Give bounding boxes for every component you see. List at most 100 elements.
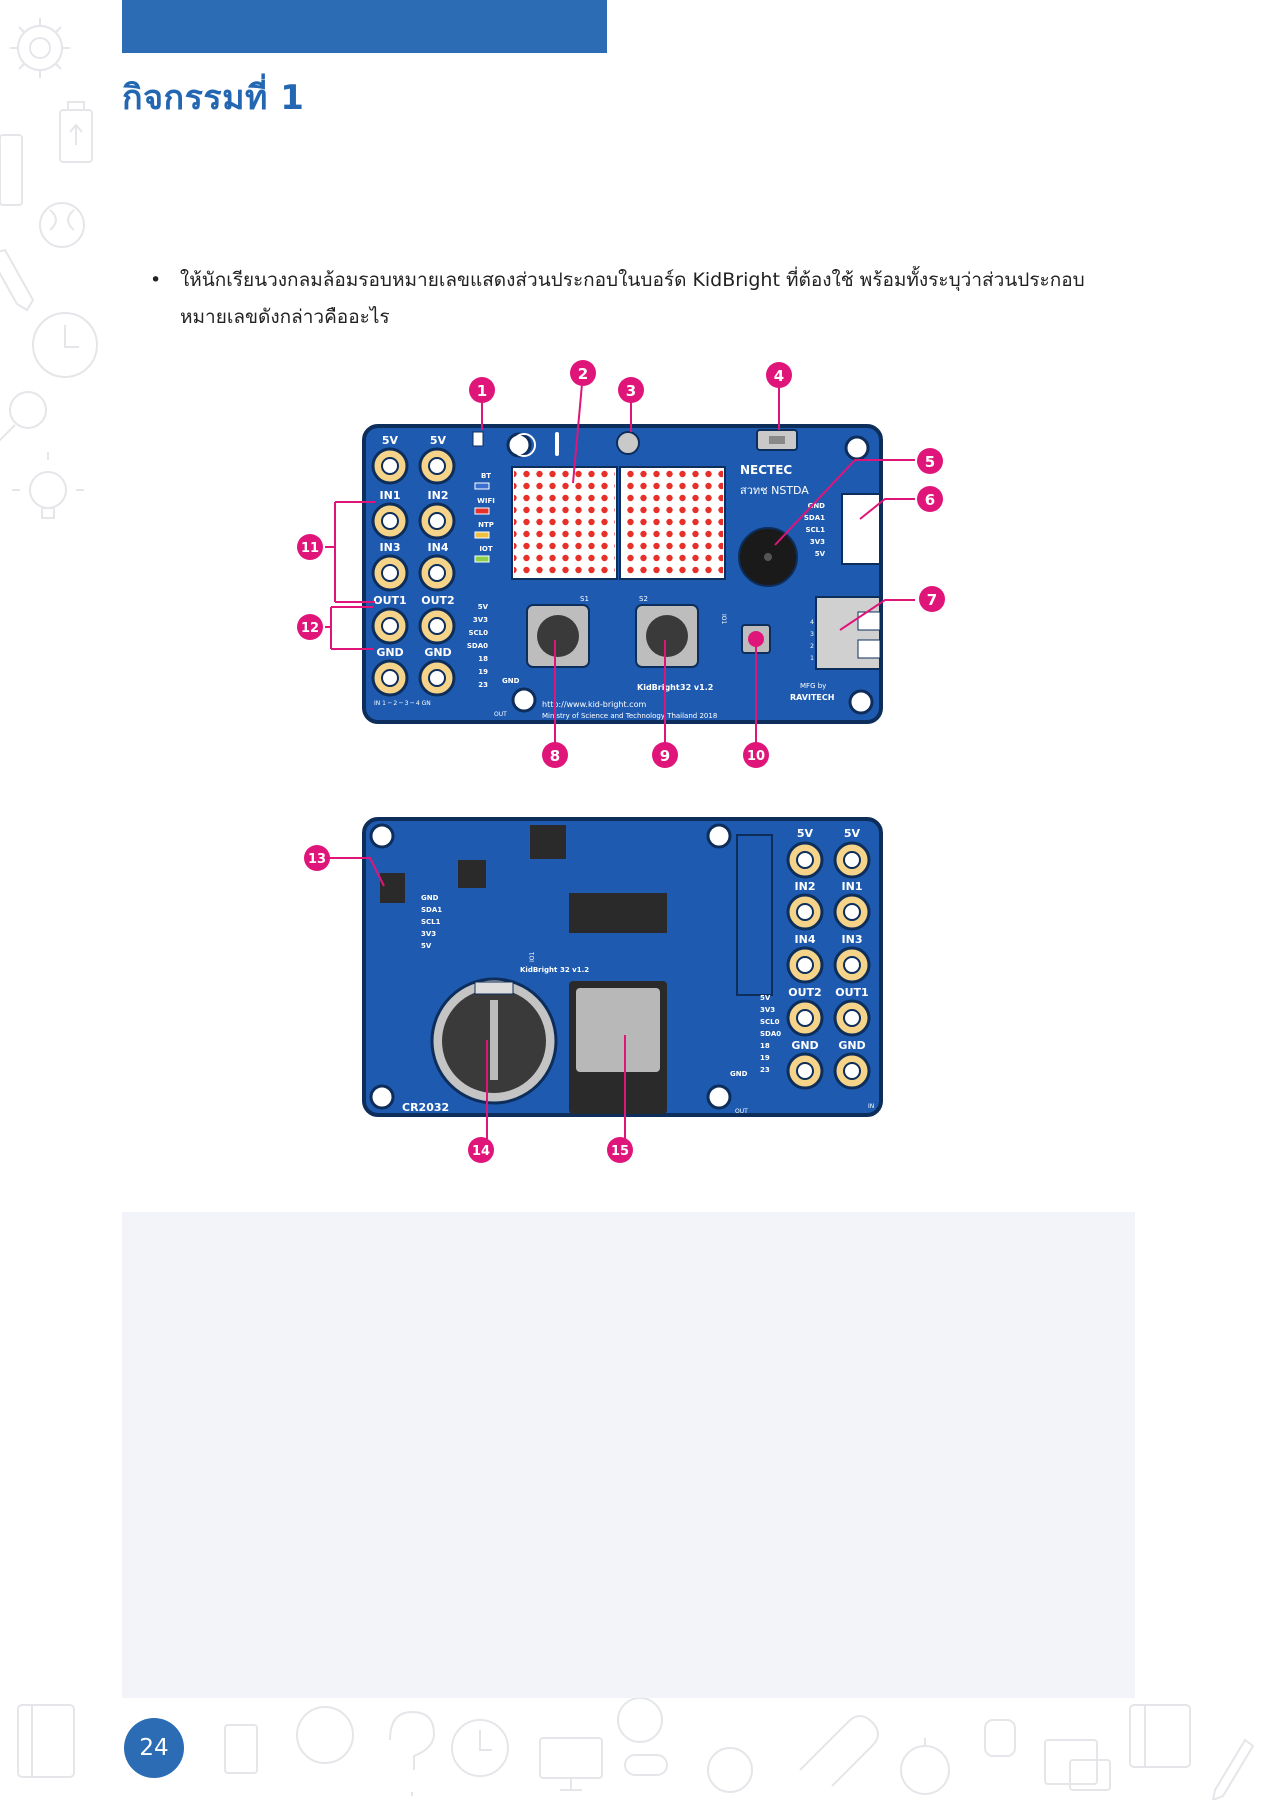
led-bt-label: BT bbox=[481, 472, 491, 480]
page-number: 24 bbox=[124, 1718, 184, 1778]
svg-text:15: 15 bbox=[611, 1144, 629, 1159]
svg-text:10: 10 bbox=[747, 749, 765, 764]
back-ic-chip bbox=[569, 893, 667, 933]
question-icon bbox=[389, 1710, 436, 1796]
back-gnd-label-2: GND bbox=[838, 1039, 865, 1052]
back-hdr-5v: 5V bbox=[760, 994, 771, 1002]
svg-text:13: 13 bbox=[308, 852, 326, 867]
back-out2-label: OUT2 bbox=[788, 986, 821, 999]
led-iot-label: IOT bbox=[479, 545, 493, 553]
led-wifi-label: WIFI bbox=[477, 497, 495, 505]
front-out1-label: OUT1 bbox=[373, 594, 406, 607]
svg-text:12: 12 bbox=[301, 621, 319, 636]
usb-a-connector bbox=[815, 596, 881, 670]
notebook-right-icon bbox=[1129, 1704, 1191, 1768]
back-hdr-19: 19 bbox=[760, 1054, 770, 1062]
callout-15: 15 bbox=[607, 1137, 633, 1163]
front-in-scale: IN 1 ─ 2 ─ 3 ─ 4 GN bbox=[374, 700, 431, 707]
callout-7: 7 bbox=[919, 586, 945, 612]
brain-bottom-icon bbox=[296, 1706, 354, 1764]
front-io1-label: IO1 bbox=[720, 614, 727, 624]
front-gnd-io-label: GND bbox=[502, 677, 520, 685]
callout-1: 1 bbox=[469, 377, 495, 403]
hdr-3v3: 3V3 bbox=[473, 616, 488, 624]
back-out1-label: OUT1 bbox=[835, 986, 868, 999]
reset-button bbox=[741, 624, 771, 654]
watch-icon bbox=[984, 1719, 1016, 1757]
usb-port bbox=[756, 429, 798, 451]
callout-2: 2 bbox=[570, 360, 596, 386]
front-in1-label: IN1 bbox=[380, 489, 401, 502]
hdr-scl0: SCL0 bbox=[468, 629, 488, 637]
back-io1-label: IO1 bbox=[529, 952, 536, 962]
svg-text:7: 7 bbox=[927, 591, 937, 609]
battery-label: CR2032 bbox=[402, 1101, 449, 1114]
i2c-5v: 5V bbox=[815, 550, 826, 558]
back-header-strip bbox=[736, 834, 773, 996]
callout-10: 10 bbox=[743, 742, 769, 768]
pencil-icon bbox=[0, 248, 35, 312]
hdr-18: 18 bbox=[478, 655, 488, 663]
back-i2c-5v: 5V bbox=[421, 942, 432, 950]
callout-9: 9 bbox=[652, 742, 678, 768]
coin-battery bbox=[430, 977, 558, 1105]
front-out2-label: OUT2 bbox=[421, 594, 454, 607]
svg-text:8: 8 bbox=[550, 747, 560, 765]
brain-icon bbox=[39, 202, 85, 248]
temperature-sensor bbox=[472, 431, 559, 457]
back-gnd-label-1: GND bbox=[791, 1039, 818, 1052]
callout-lines-front bbox=[325, 372, 915, 745]
hdr-sda0: SDA0 bbox=[467, 642, 488, 650]
eeprom-chip bbox=[380, 873, 405, 903]
back-in4-label: IN4 bbox=[795, 933, 816, 946]
s2-label: S2 bbox=[639, 595, 648, 603]
front-in2-label: IN2 bbox=[428, 489, 449, 502]
back-hdr-scl0: SCL0 bbox=[760, 1018, 780, 1026]
front-mfg-label: MFG by bbox=[800, 682, 826, 690]
devices-icon bbox=[1044, 1739, 1111, 1791]
buzzer bbox=[738, 527, 798, 587]
back-hdr-sda0: SDA0 bbox=[760, 1030, 781, 1038]
callout-markers: 1 2 3 4 5 6 7 8 9 10 11 12 13 14 15 bbox=[297, 360, 945, 1163]
book-icon bbox=[0, 134, 23, 206]
bulb-icon bbox=[12, 452, 84, 519]
svg-text:11: 11 bbox=[301, 541, 319, 556]
back-hdr-3v3: 3V3 bbox=[760, 1006, 775, 1014]
back-i2c-scl1: SCL1 bbox=[421, 918, 441, 926]
front-out-label: OUT bbox=[494, 711, 507, 718]
hdr-23: 23 bbox=[478, 681, 488, 689]
front-5v-label-1: 5V bbox=[382, 434, 399, 447]
svg-text:9: 9 bbox=[660, 747, 670, 765]
connector-num-4: 4 bbox=[810, 619, 814, 626]
callout-4: 4 bbox=[766, 362, 792, 388]
back-in1-label: IN1 bbox=[842, 880, 863, 893]
svg-text:4: 4 bbox=[774, 367, 784, 385]
svg-text:3: 3 bbox=[626, 382, 636, 400]
svg-text:1: 1 bbox=[477, 382, 487, 400]
switch-s1 bbox=[526, 604, 590, 668]
i2c-gnd: GND bbox=[808, 502, 826, 510]
pill-icon bbox=[617, 1697, 668, 1776]
callout-8: 8 bbox=[542, 742, 568, 768]
notebook-icon bbox=[17, 1704, 75, 1778]
svg-text:5: 5 bbox=[925, 453, 935, 471]
front-maker: RAVITECH bbox=[790, 693, 834, 702]
s1-label: S1 bbox=[580, 595, 589, 603]
back-version-label: 32 v1.2 bbox=[560, 966, 589, 974]
usb-drive-bottom-icon bbox=[224, 1724, 258, 1774]
clock-bottom-icon bbox=[451, 1719, 509, 1777]
front-gnd-label-1: GND bbox=[376, 646, 403, 659]
back-5v-label-1: 5V bbox=[797, 827, 814, 840]
back-5v-label-2: 5V bbox=[844, 827, 861, 840]
pencil-right-icon bbox=[1211, 1738, 1255, 1800]
answer-area[interactable] bbox=[122, 1212, 1135, 1698]
led-matrix bbox=[511, 466, 726, 580]
front-version-label: 32 v1.2 bbox=[680, 683, 713, 692]
svg-text:2: 2 bbox=[578, 365, 588, 383]
callout-11: 11 bbox=[297, 534, 323, 560]
i2c-connector: GND SDA1 SCL1 3V3 5V bbox=[804, 493, 881, 565]
callout-6: 6 bbox=[917, 486, 943, 512]
status-leds bbox=[474, 482, 490, 563]
